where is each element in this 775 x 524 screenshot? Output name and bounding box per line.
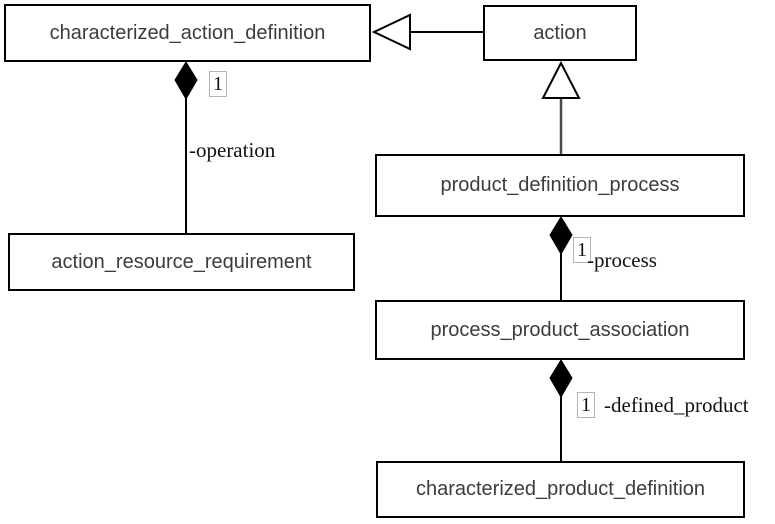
composition-diamond-icon: [549, 216, 573, 255]
multiplicity-label-operation: 1: [209, 71, 227, 97]
class-node-product-definition-process: product_definition_process: [375, 154, 745, 217]
multiplicity-label-defined-product: 1: [577, 392, 595, 418]
class-node-action-resource-requirement: action_resource_requirement: [8, 233, 355, 291]
class-node-characterized-product-definition: characterized_product_definition: [376, 461, 745, 518]
class-node-characterized-action-definition: characterized_action_definition: [4, 4, 371, 62]
composition-diamond-icon: [174, 61, 198, 100]
generalization-triangle-icon: [371, 13, 411, 51]
composition-diamond-icon: [549, 359, 573, 398]
generalization-triangle-icon: [541, 60, 581, 99]
role-label-defined-product: -defined_product: [604, 393, 749, 417]
role-label-process: -process: [587, 248, 657, 272]
class-node-process-product-association: process_product_association: [375, 300, 745, 360]
role-label-operation: -operation: [189, 138, 276, 162]
multiplicity-label-process: 1: [573, 237, 591, 263]
class-node-action: action: [483, 5, 637, 61]
